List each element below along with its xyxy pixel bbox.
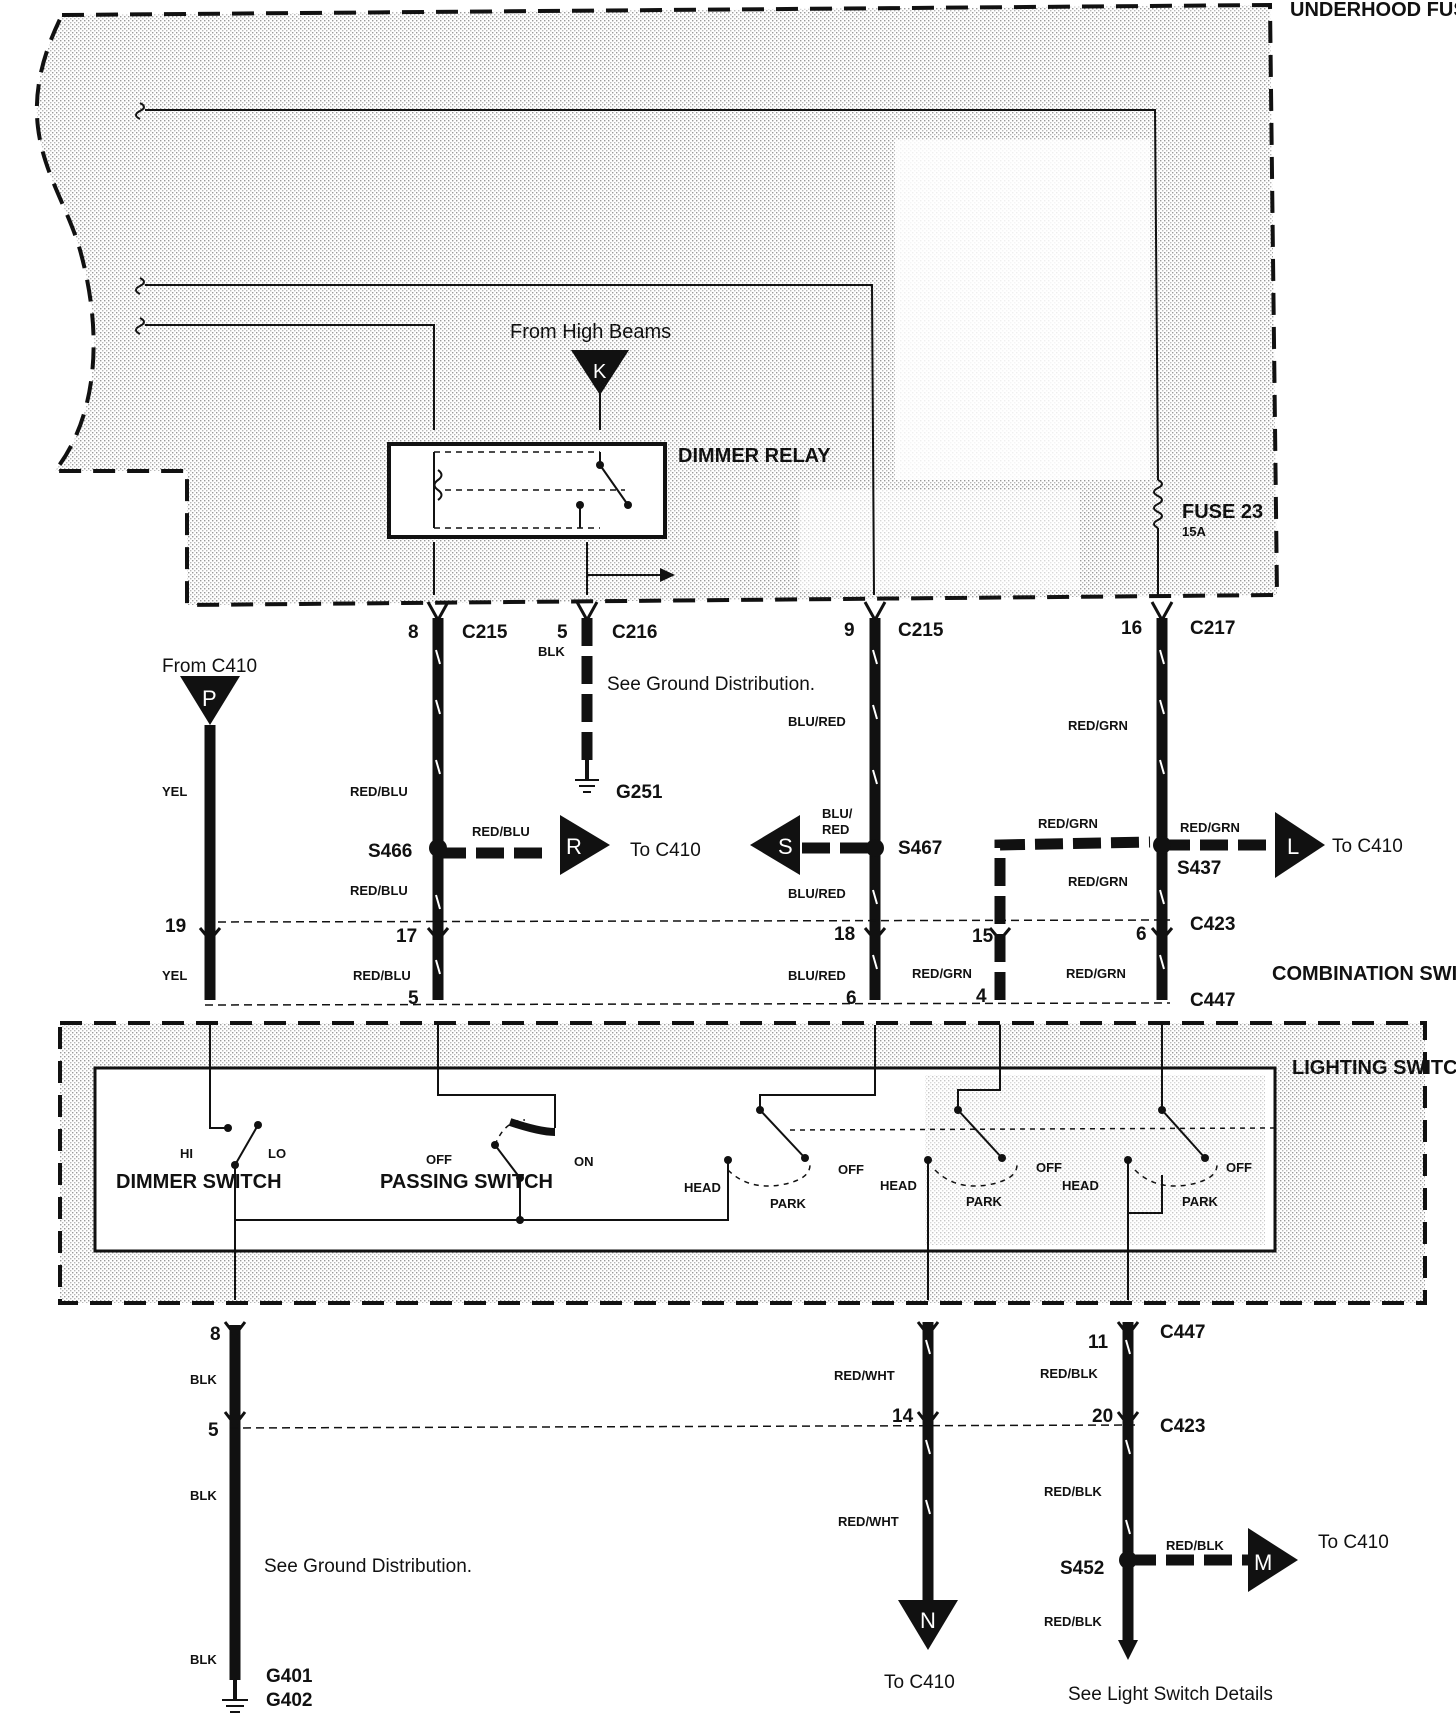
pin-17: 17 — [396, 926, 417, 947]
wire-red-grn-4: RED/GRN — [1066, 966, 1126, 981]
pin-6-c447: 6 — [846, 988, 857, 1009]
marker-m: M — [1254, 1550, 1272, 1575]
c423-label-2: C423 — [1160, 1416, 1205, 1437]
c423-label-1: C423 — [1190, 914, 1235, 935]
c216-label: C216 — [612, 622, 657, 643]
s467-label: S467 — [898, 838, 942, 859]
pin-14-c423: 14 — [892, 1406, 914, 1427]
wire-blu-red-split-1: BLU/ — [822, 806, 853, 821]
pin-8-c447: 8 — [210, 1324, 221, 1345]
wire-red-grn-2: RED/GRN — [1068, 874, 1128, 889]
wire-blk-c216: BLK — [538, 644, 565, 659]
dimmer-switch-label: DIMMER SWITCH — [116, 1171, 282, 1193]
wire-red-blu-branch: RED/BLU — [472, 824, 530, 839]
park-2: PARK — [966, 1194, 1002, 1209]
pin-11-c447: 11 — [1088, 1332, 1109, 1353]
pin-16-c217: 16 — [1121, 618, 1142, 639]
park-1: PARK — [770, 1196, 806, 1211]
pin-6-c423: 6 — [1136, 924, 1147, 945]
to-c410-n: To C410 — [884, 1672, 955, 1693]
switch-hi: HI — [180, 1146, 193, 1161]
pin-5-c423: 5 — [208, 1420, 219, 1441]
wire-red-blk-3: RED/BLK — [1044, 1614, 1102, 1629]
wire-red-blu-2: RED/BLU — [350, 883, 408, 898]
fuse-23-symbol — [1153, 479, 1163, 529]
head-1: HEAD — [684, 1180, 721, 1195]
see-light-switch-label: See Light Switch Details — [1068, 1684, 1273, 1705]
wire-red-grn-1: RED/GRN — [1068, 718, 1128, 733]
switch-lo: LO — [268, 1146, 286, 1161]
pin-18: 18 — [834, 924, 855, 945]
g251-label: G251 — [616, 782, 663, 803]
off-2: OFF — [1036, 1160, 1062, 1175]
wire-red-grn-3: RED/GRN — [912, 966, 972, 981]
pin-19: 19 — [165, 916, 186, 937]
head-3: HEAD — [1062, 1178, 1099, 1193]
passing-off: OFF — [426, 1152, 452, 1167]
wire-blk-3: BLK — [190, 1652, 217, 1667]
marker-r: R — [566, 834, 582, 859]
passing-switch-label: PASSING SWITCH — [380, 1171, 553, 1193]
wire-red-grn-branch: RED/GRN — [1038, 816, 1098, 831]
dimmer-relay-label: DIMMER RELAY — [678, 445, 831, 467]
fuse-23-label: FUSE 23 — [1182, 501, 1263, 523]
s466-label: S466 — [368, 841, 412, 862]
wire-red-blk-2: RED/BLK — [1044, 1484, 1102, 1499]
c215-label-1: C215 — [462, 622, 508, 643]
see-ground-label-1: See Ground Distribution. — [607, 674, 815, 695]
to-c410-m: To C410 — [1318, 1532, 1389, 1553]
head-2: HEAD — [880, 1178, 917, 1193]
pin-5-c216: 5 — [557, 622, 568, 643]
pin-20-c423: 20 — [1092, 1406, 1113, 1427]
from-high-beams-label: From High Beams — [510, 321, 671, 343]
lighting-switch-label: LIGHTING SWITCH — [1292, 1057, 1456, 1079]
wire-yel-1: YEL — [162, 784, 187, 799]
wire-red-blk-1: RED/BLK — [1040, 1366, 1098, 1381]
g401-label: G401 — [266, 1666, 313, 1687]
c215-label-2: C215 — [898, 620, 944, 641]
marker-p: P — [202, 686, 217, 711]
pin-9-c215: 9 — [844, 620, 855, 641]
pin-5-c447: 5 — [408, 988, 419, 1009]
see-ground-label-2: See Ground Distribution. — [264, 1556, 472, 1577]
wire-red-blu-1: RED/BLU — [350, 784, 408, 799]
marker-k: K — [593, 361, 607, 383]
wire-blu-red-3: BLU/RED — [788, 968, 846, 983]
pin-4-c447: 4 — [976, 986, 987, 1007]
g402-label: G402 — [266, 1690, 312, 1711]
c447-label-2: C447 — [1160, 1322, 1205, 1343]
wire-blu-red-1: BLU/RED — [788, 714, 846, 729]
wire-yel-2: YEL — [162, 968, 187, 983]
marker-n: N — [920, 1608, 936, 1633]
wire-red-blk-branch: RED/BLK — [1166, 1538, 1224, 1553]
wire-blu-red-split-2: RED — [822, 822, 849, 837]
marker-l: L — [1287, 834, 1299, 859]
off-3: OFF — [1226, 1160, 1252, 1175]
marker-s: S — [778, 834, 793, 859]
fuse-23-rating: 15A — [1182, 524, 1206, 539]
wire-blk-1: BLK — [190, 1372, 217, 1387]
wire-red-blu-3: RED/BLU — [353, 968, 411, 983]
park-3: PARK — [1182, 1194, 1218, 1209]
from-c410-label: From C410 — [162, 656, 257, 677]
fuse-box-label-1: UNDERHOOD FUSE BOX — [1290, 0, 1456, 21]
combination-switch-label: COMBINATION SWITCH — [1272, 963, 1456, 985]
wire-red-wht-1: RED/WHT — [834, 1368, 895, 1383]
pin-15: 15 — [972, 926, 994, 947]
pin-8-c215: 8 — [408, 622, 419, 643]
passing-on: ON — [574, 1154, 594, 1169]
wire-red-wht-2: RED/WHT — [838, 1514, 899, 1529]
off-1: OFF — [838, 1162, 864, 1177]
to-c410-l: To C410 — [1332, 836, 1403, 857]
wire-blk-2: BLK — [190, 1488, 217, 1503]
wire-red-grn-l: RED/GRN — [1180, 820, 1240, 835]
c447-label-1: C447 — [1190, 990, 1235, 1011]
c217-label: C217 — [1190, 618, 1235, 639]
s452-label: S452 — [1060, 1558, 1104, 1579]
to-c410-r: To C410 — [630, 840, 701, 861]
wire-blu-red-2: BLU/RED — [788, 886, 846, 901]
s437-label: S437 — [1177, 858, 1221, 879]
